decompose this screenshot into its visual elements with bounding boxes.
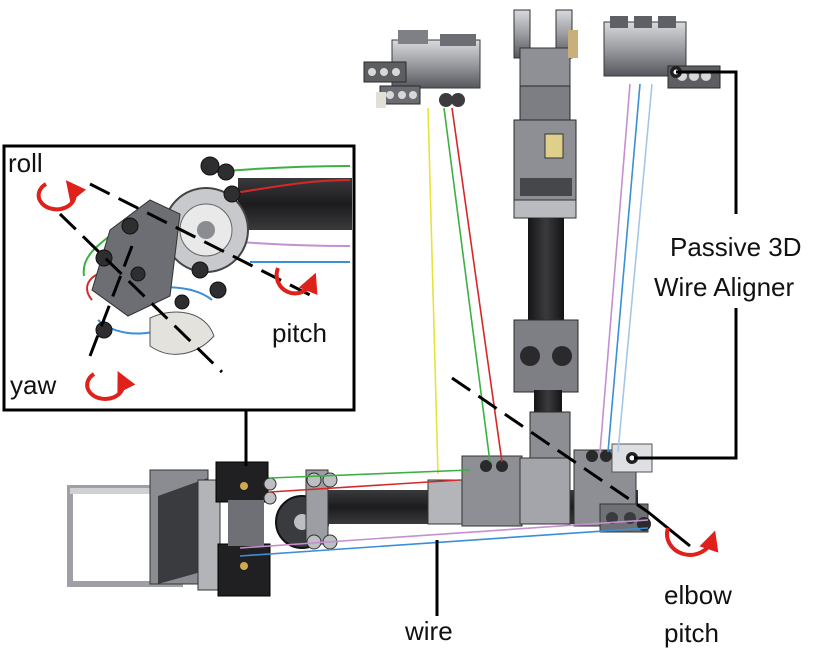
aligner-label-line2: Wire Aligner (654, 272, 794, 302)
top-left-wire-mount (363, 30, 481, 108)
pulley-row (263, 450, 612, 550)
top-right-wire-mount (603, 16, 721, 89)
gripper (513, 9, 578, 89)
elbow-axis-line (451, 376, 649, 514)
cable-wires (239, 83, 653, 557)
callout-lines (244, 70, 738, 616)
yaw-rotation-arrow-icon (85, 371, 136, 401)
horizontal-arm (67, 443, 653, 597)
roll-rotation-arrow-icon (36, 180, 87, 212)
yaw-label: yaw (10, 370, 56, 400)
roll-label: roll (8, 148, 43, 178)
shoulder-motor (215, 461, 271, 597)
vertical-arm (513, 9, 579, 465)
elbow-label-line1: elbow (664, 580, 732, 610)
elbow-label-line2: pitch (664, 618, 719, 648)
aligner-label-line1: Passive 3D (670, 232, 802, 262)
pitch-rotation-arrow-icon (274, 267, 318, 296)
elbow-pitch-rotation-arrow-icon (665, 527, 719, 557)
base-frame (67, 469, 221, 591)
wrist-inset (2, 144, 356, 412)
wire-label: wire (404, 616, 453, 646)
pitch-label: pitch (272, 318, 327, 348)
